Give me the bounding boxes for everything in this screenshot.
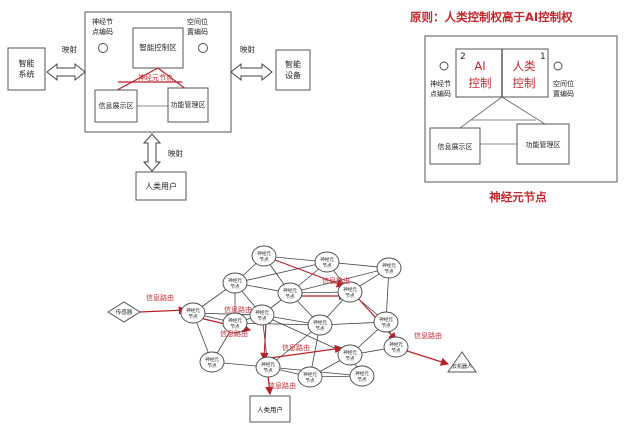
network-human-user-box bbox=[249, 395, 291, 423]
network-edge bbox=[234, 261, 328, 284]
info-route-arrow bbox=[403, 349, 450, 366]
smart-control-area-label: 智能控制区 bbox=[139, 42, 177, 52]
neuron-node-label: 神经元节点 bbox=[320, 256, 334, 269]
neuron-node: 神经元节点 bbox=[180, 302, 206, 324]
neuron-node: 神经元节点 bbox=[255, 356, 281, 378]
network-human-user-label: 人类用户 bbox=[257, 405, 283, 414]
route-label: 信息路由 bbox=[224, 305, 252, 314]
route-label: 信息路由 bbox=[414, 331, 442, 340]
mapping-right-label: 映射 bbox=[240, 44, 255, 54]
info-route-arrow bbox=[265, 374, 274, 396]
neuron-node-label: 神经元节点 bbox=[255, 309, 269, 322]
human-user-box bbox=[135, 171, 187, 201]
mapping-left-label: 映射 bbox=[62, 44, 77, 54]
smart-system-box bbox=[7, 47, 46, 91]
neuron-node-label: 神经元节点 bbox=[355, 370, 369, 383]
route-label: 信息路由 bbox=[322, 276, 350, 285]
neuron-node: 神经元节点 bbox=[337, 281, 363, 303]
neuron-node-label: 神经元节点 bbox=[343, 349, 357, 362]
neuron-node-label: 神经元节点 bbox=[228, 277, 242, 290]
smart-device-box bbox=[275, 49, 311, 91]
neuron-node-label: 神经元节点 bbox=[382, 262, 396, 275]
info-display-area-label: 信息展示区 bbox=[99, 101, 134, 110]
info-route-arrow bbox=[260, 321, 269, 362]
smart-device-label: 智能设备 bbox=[285, 59, 301, 80]
actuator-node bbox=[447, 351, 477, 373]
info-display-area-right-box bbox=[429, 127, 481, 165]
neuron-node: 神经元节点 bbox=[222, 272, 248, 294]
spatial-code-right-label: 空间位置编码 bbox=[553, 79, 574, 98]
neuron-node: 神经元节点 bbox=[297, 366, 323, 388]
info-route-arrow bbox=[269, 257, 346, 288]
network-edge bbox=[234, 322, 321, 326]
neuron-node-label: 神经元节点 bbox=[186, 307, 200, 320]
neuron-code-circle bbox=[98, 43, 108, 53]
spatial-code-circle-right bbox=[553, 61, 563, 71]
spatial-code-circle bbox=[198, 43, 208, 53]
neuron-node-label: 神经元节点 bbox=[257, 250, 271, 263]
neuron-node: 神经元节点 bbox=[349, 365, 375, 387]
info-route-arrow bbox=[139, 306, 188, 315]
function-mgmt-area-label: 功能管理区 bbox=[171, 100, 206, 109]
neuron-node-code-label: 神经节点编码 bbox=[92, 17, 113, 36]
spatial-code-label: 空间位置编码 bbox=[187, 17, 208, 36]
neuron-node: 神经元节点 bbox=[277, 282, 303, 304]
smart-system-label: 智能系统 bbox=[19, 58, 35, 79]
network-nodes: 神经元节点神经元节点神经元节点神经元节点神经元节点神经元节点神经元节点神经元节点… bbox=[180, 245, 409, 388]
neuron-node-label: 神经元节点 bbox=[379, 316, 393, 329]
function-mgmt-area-box bbox=[167, 87, 209, 123]
sensor-label: 传感器 bbox=[116, 308, 133, 316]
neuron-node: 神经元节点 bbox=[376, 257, 402, 279]
neuron-node: 神经元节点 bbox=[199, 351, 225, 373]
top-left-diagram: 智能系统 映射 神经节点编码 智能控制区 空间位置编码 神经元节点 信息展示区 … bbox=[7, 11, 311, 201]
neuron-node-label: 神经元节点 bbox=[261, 361, 275, 374]
route-label: 信息路由 bbox=[220, 329, 248, 338]
route-label: 信息路由 bbox=[146, 293, 174, 302]
sensor-node bbox=[107, 301, 141, 323]
function-mgmt-area-right-label: 功能管理区 bbox=[526, 140, 561, 149]
neural-network-diagram: 神经元节点神经元节点神经元节点神经元节点神经元节点神经元节点神经元节点神经元节点… bbox=[107, 245, 477, 423]
info-route-arrow bbox=[269, 344, 344, 359]
route-label: 信息路由 bbox=[282, 343, 310, 352]
neuron-node-label: 神经元节点 bbox=[283, 287, 297, 300]
neuron-triangle-right bbox=[459, 96, 546, 129]
neuron-node-code-right-label: 神经节点编码 bbox=[430, 79, 451, 98]
priority-1-label: 1 bbox=[540, 52, 546, 62]
neuron-node: 神经元节点 bbox=[307, 314, 333, 336]
route-label: 信息路由 bbox=[268, 381, 296, 390]
human-control-label: 人类控制 bbox=[513, 59, 536, 90]
neuron-node: 神经元节点 bbox=[222, 312, 248, 334]
mapping-bottom-label: 映射 bbox=[168, 148, 183, 158]
principle-title: 原则：人类控制权高于AI控制权 bbox=[410, 10, 573, 24]
neuron-node: 神经元节点 bbox=[383, 336, 409, 358]
neuron-node-label: 神经元节点 bbox=[389, 341, 403, 354]
neuron-node-label: 神经元节点 bbox=[303, 371, 317, 384]
neuron-node-label: 神经元节点 bbox=[313, 319, 327, 332]
function-mgmt-area-right-box bbox=[516, 123, 570, 165]
neuron-node-label: 神经元节点 bbox=[205, 356, 219, 369]
priority-2-label: 2 bbox=[460, 52, 466, 62]
bottom-double-arrow bbox=[142, 133, 162, 172]
left-double-arrow bbox=[46, 62, 86, 82]
neuron-node: 神经元节点 bbox=[337, 344, 363, 366]
neuron-node-label: 神经元节点 bbox=[343, 286, 357, 299]
neuron-node: 神经元节点 bbox=[251, 245, 277, 267]
info-display-area-right-label: 信息展示区 bbox=[438, 142, 473, 151]
neuron-node-label: 神经元节点 bbox=[228, 317, 242, 330]
neuron-node: 神经元节点 bbox=[373, 311, 399, 333]
neuron-node-caption: 神经元节点 bbox=[489, 190, 547, 204]
neuron-code-circle-right bbox=[439, 61, 449, 71]
neuron-node-label: 神经元节点 bbox=[138, 73, 173, 82]
neuron-node: 神经元节点 bbox=[249, 304, 275, 326]
right-double-arrow bbox=[230, 62, 273, 82]
neuron-node: 神经元节点 bbox=[314, 251, 340, 273]
actuator-label: 云机器人 bbox=[452, 363, 472, 370]
human-user-label: 人类用户 bbox=[145, 181, 177, 191]
smart-control-area-box bbox=[132, 27, 184, 69]
info-display-area-box bbox=[94, 89, 138, 123]
